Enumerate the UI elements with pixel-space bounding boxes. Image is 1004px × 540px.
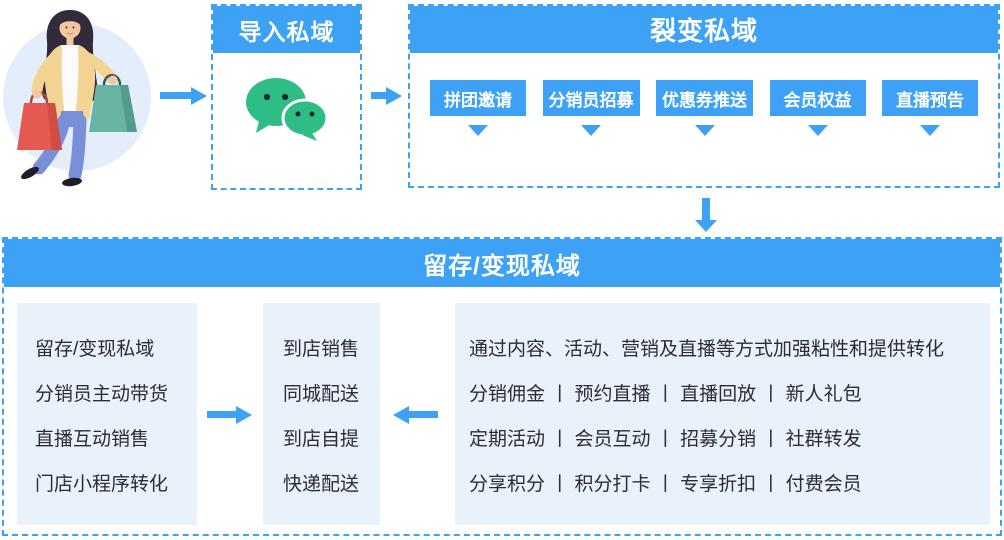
panel-line: 分销佣金 丨 预约直播 丨 直播回放 丨 新人礼包 xyxy=(469,384,862,405)
tag-coupon-push: 优惠券推送 xyxy=(656,80,753,116)
fission-box: 裂变私域 拼团邀请 分销员招募 优惠券推送 会员权益 直播预告 xyxy=(408,4,1000,188)
fission-tag-group: 直播预告 xyxy=(882,80,978,136)
fission-tag-group: 拼团邀请 xyxy=(430,80,526,136)
arrow-right-panel-to-middle xyxy=(409,411,438,418)
fission-tag-group: 会员权益 xyxy=(769,80,866,136)
tag-member-benefits: 会员权益 xyxy=(769,80,866,116)
panel-line: 留存/变现私域 xyxy=(35,339,155,360)
panel-line: 门店小程序转化 xyxy=(35,474,169,495)
flow-arrow-to-import xyxy=(160,92,191,99)
triangle-down-icon xyxy=(468,125,488,136)
panel-line: 分销员主动带货 xyxy=(35,384,169,405)
import-box: 导入私域 xyxy=(211,4,362,190)
retention-box: 留存/变现私域 留存/变现私域 分销员主动带货 直播互动销售 门店小程序转化 到… xyxy=(2,237,1002,536)
tag-group-invite: 拼团邀请 xyxy=(430,80,526,116)
fission-tag-group: 分销员招募 xyxy=(542,80,640,136)
panel-line: 直播互动销售 xyxy=(35,429,150,450)
retention-methods-panel: 留存/变现私域 分销员主动带货 直播互动销售 门店小程序转化 xyxy=(17,303,197,525)
flow-arrow-to-retention xyxy=(702,198,710,220)
fission-box-title: 裂变私域 xyxy=(410,6,998,53)
fission-tag-group: 优惠券推送 xyxy=(656,80,753,136)
arrow-left-panel-to-middle xyxy=(207,411,236,418)
triangle-down-icon xyxy=(694,125,715,136)
fission-tags-row: 拼团邀请 分销员招募 优惠券推送 会员权益 直播预告 xyxy=(410,53,998,136)
triangle-down-icon xyxy=(581,125,601,136)
triangle-down-icon xyxy=(807,125,828,136)
panel-line: 同城配送 xyxy=(283,384,360,405)
import-box-body xyxy=(213,53,360,141)
panel-line: 通过内容、活动、营销及直播等方式加强粘性和提供转化 xyxy=(469,339,945,360)
retention-box-title: 留存/变现私域 xyxy=(4,239,1000,287)
panel-line: 到店自提 xyxy=(283,429,360,450)
wechat-icon xyxy=(245,78,328,141)
shopper-woman-illustration xyxy=(3,10,151,187)
panel-line: 分享积分 丨 积分打卡 丨 专享折扣 丨 付费会员 xyxy=(469,474,862,495)
panel-line: 快递配送 xyxy=(283,474,360,495)
tag-distributor-recruit: 分销员招募 xyxy=(542,80,640,116)
panel-line: 定期活动 丨 会员互动 丨 招募分销 丨 社群转发 xyxy=(469,429,862,450)
panel-line: 到店销售 xyxy=(283,339,360,360)
triangle-down-icon xyxy=(920,125,940,136)
import-box-title: 导入私域 xyxy=(213,6,360,53)
fulfillment-panel: 到店销售 同城配送 到店自提 快递配送 xyxy=(263,303,380,525)
tag-live-preview: 直播预告 xyxy=(882,80,978,116)
engagement-panel: 通过内容、活动、营销及直播等方式加强粘性和提供转化 分销佣金 丨 预约直播 丨 … xyxy=(455,303,990,525)
teal-bag-handle xyxy=(102,74,122,86)
flow-arrow-to-fission xyxy=(371,92,386,99)
